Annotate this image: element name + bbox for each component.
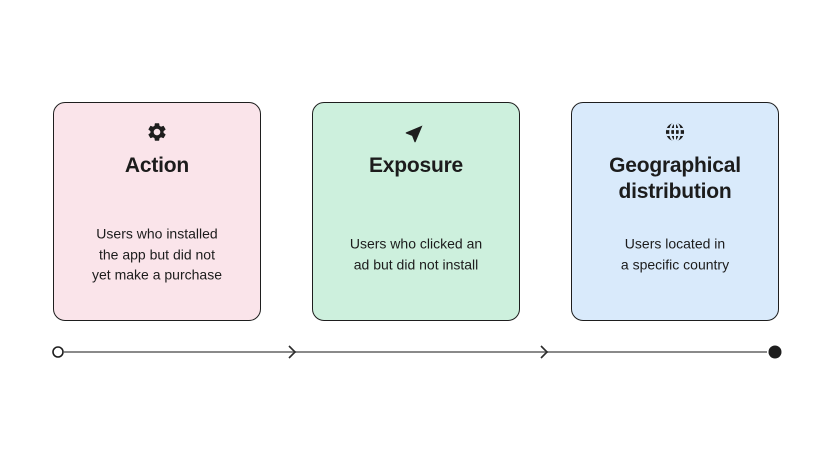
timeline-start-circle [52, 346, 64, 358]
globe-icon [664, 121, 686, 143]
card-geographical-distribution: Geographical distribution Users located … [571, 102, 779, 321]
card-description-action: Users who installed the app but did not … [92, 225, 222, 283]
card-exposure: Exposure Users who clicked an ad but did… [312, 102, 520, 321]
card-action: Action Users who installed the app but d… [53, 102, 261, 321]
timeline-arrow-icon [288, 345, 297, 359]
card-description-geographical: Users located in a specific country [620, 235, 730, 273]
card-title-action: Action [124, 154, 190, 177]
timeline-end-dot [768, 345, 782, 359]
timeline-arrow-icon [540, 345, 549, 359]
card-description-exposure: Users who clicked an ad but did not inst… [349, 235, 483, 273]
send-icon [405, 121, 427, 143]
card-title-exposure: Exposure [368, 154, 464, 177]
gear-icon [146, 121, 168, 143]
card-title-geographical: Geographical distribution [609, 154, 741, 203]
timeline [52, 345, 782, 359]
